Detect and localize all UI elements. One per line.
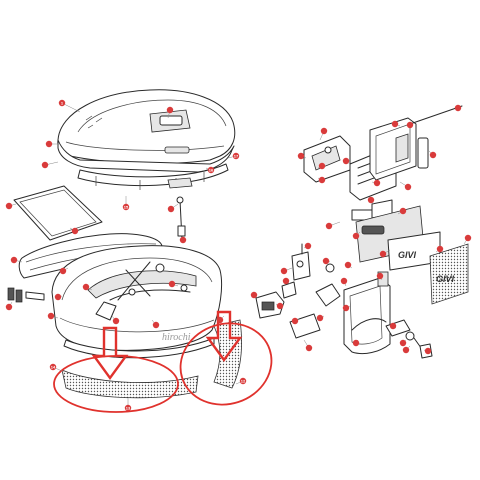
hinge-pin — [176, 196, 186, 241]
callout-marker — [318, 162, 326, 170]
callout-marker — [389, 322, 397, 330]
callout-number: 13 — [126, 405, 131, 410]
callout-number: 14 — [51, 364, 56, 369]
callout-markers: 1 17 16 15 14 13 12 — [5, 99, 472, 412]
callout-number: 1 — [61, 100, 64, 105]
left-reflector-strip — [61, 369, 199, 399]
callout-marker — [454, 104, 462, 112]
callout-marker — [391, 120, 399, 128]
latch-hardware — [255, 243, 341, 339]
callout-marker — [59, 267, 67, 275]
highlight-ring-right — [179, 322, 273, 406]
callout-marker — [340, 277, 348, 285]
callout-marker — [464, 234, 472, 242]
brand-label-lower: GIVI — [436, 274, 455, 284]
callout-marker — [47, 312, 55, 320]
lid-assembly — [57, 89, 236, 190]
callout-marker — [399, 207, 407, 215]
callout-marker — [122, 203, 130, 211]
callout-number: 17 — [234, 153, 239, 158]
callout-marker — [404, 183, 412, 191]
callout-marker — [167, 205, 175, 213]
watermark-text: hirochi — [162, 332, 191, 343]
callout-marker — [424, 347, 432, 355]
callout-marker — [429, 151, 437, 159]
callout-marker — [5, 303, 13, 311]
callout-marker — [82, 283, 90, 291]
callout-marker — [373, 179, 381, 187]
callout-marker — [320, 127, 328, 135]
callout-marker — [305, 344, 313, 352]
arrow-right — [205, 310, 243, 363]
small-clips-left — [7, 287, 45, 303]
lock-mechanism — [303, 105, 463, 221]
callout-marker — [436, 245, 444, 253]
callout-marker — [379, 250, 387, 258]
callout-marker — [207, 166, 215, 174]
callout-marker — [168, 280, 176, 288]
callout-marker — [297, 152, 305, 160]
callout-number: 15 — [124, 204, 129, 209]
callout-marker — [291, 317, 299, 325]
callout-marker — [166, 106, 174, 114]
callout-marker — [342, 304, 350, 312]
callout-marker — [152, 321, 160, 329]
callout-marker — [304, 242, 312, 250]
callout-marker — [5, 202, 13, 210]
callout-marker — [352, 232, 360, 240]
callout-marker — [325, 222, 333, 230]
callout-marker — [58, 99, 66, 107]
lock-housing — [343, 271, 433, 359]
callout-marker — [322, 257, 330, 265]
callout-number: 12 — [241, 378, 246, 383]
callout-marker — [280, 267, 288, 275]
callout-marker — [71, 227, 79, 235]
callout-marker — [10, 256, 18, 264]
brand-label-upper: GIVI — [398, 250, 417, 260]
callout-marker — [250, 291, 258, 299]
callout-marker — [232, 152, 240, 160]
callout-marker — [344, 261, 352, 269]
callout-marker — [352, 339, 360, 347]
callout-marker — [376, 272, 384, 280]
callout-marker — [399, 339, 407, 347]
callout-marker — [41, 161, 49, 169]
callout-marker — [239, 377, 247, 385]
callout-marker — [216, 316, 224, 324]
callout-marker — [54, 293, 62, 301]
callout-marker — [112, 317, 120, 325]
callout-marker — [367, 196, 375, 204]
callout-marker — [342, 157, 350, 165]
callout-marker — [406, 121, 414, 129]
callout-marker — [318, 176, 326, 184]
callout-marker — [316, 314, 324, 322]
callout-number: 16 — [209, 167, 214, 172]
callout-marker — [276, 302, 284, 310]
arrow-left — [91, 326, 129, 381]
reflector-plate — [13, 185, 103, 241]
callout-marker — [402, 346, 410, 354]
callout-marker — [124, 404, 132, 412]
callout-marker — [179, 236, 187, 244]
base-assembly — [18, 233, 223, 359]
callout-marker — [45, 140, 53, 148]
callout-leader — [61, 102, 81, 113]
callout-marker — [49, 363, 57, 371]
side-panel-group: GIVI GIVI — [355, 205, 469, 305]
callout-marker — [282, 277, 290, 285]
